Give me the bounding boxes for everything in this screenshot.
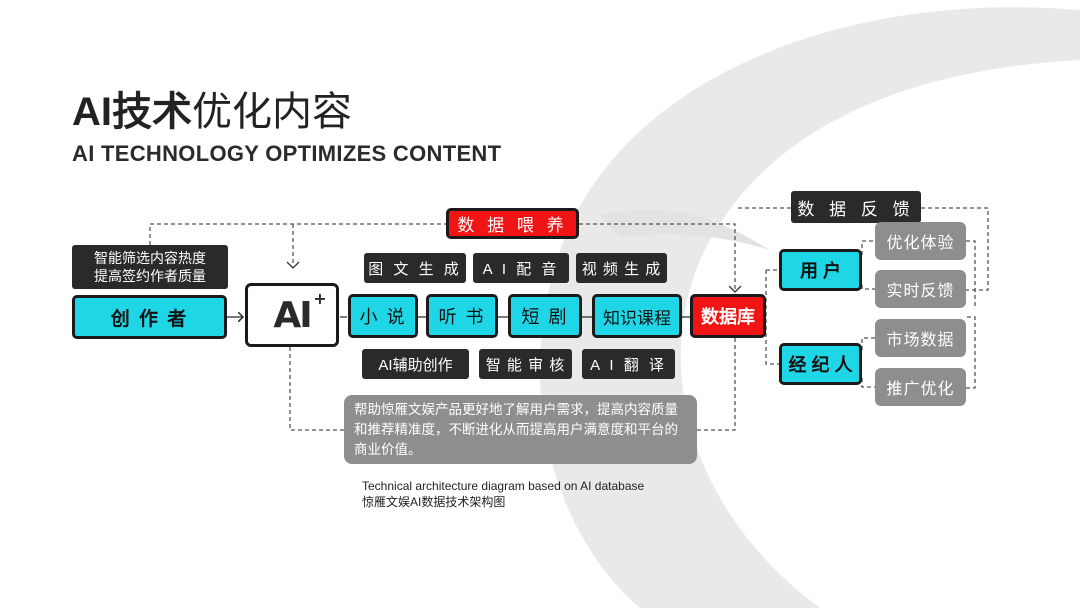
creator-note: 智能筛选内容热度 提高签约作者质量 (72, 245, 228, 289)
data-feed-label: 数 据 喂 养 (446, 208, 579, 239)
user-node: 用 户 (779, 249, 862, 291)
page-title: AI技术优化内容 (72, 88, 352, 136)
tool-ai-assisted-creation: AI辅助创作 (362, 349, 469, 379)
content-novel: 小 说 (348, 294, 418, 338)
caption-chinese: 惊雁文娱AI数据技术架构图 (362, 495, 506, 509)
content-short-drama: 短 剧 (508, 294, 582, 338)
plus-icon: + (313, 288, 326, 308)
agent-item-market-data: 市场数据 (875, 319, 966, 357)
creator-node: 创 作 者 (72, 295, 227, 339)
title-bold-part: AI技术 (72, 90, 192, 134)
description-box: 帮助惊雁文娱产品更好地了解用户需求，提高内容质量和推荐精准度，不断进化从而提高用… (344, 395, 697, 464)
creator-note-line1: 智能筛选内容热度 (94, 250, 206, 266)
ai-core-node: AI+ (245, 283, 339, 347)
tool-ai-voiceover: A I 配 音 (473, 253, 569, 283)
ai-logo: AI+ (273, 289, 326, 336)
page-subtitle: AI TECHNOLOGY OPTIMIZES CONTENT (72, 141, 502, 166)
agent-item-promotion-optimization: 推广优化 (875, 368, 966, 406)
title-light-part: 优化内容 (192, 90, 352, 134)
user-item-optimize-experience: 优化体验 (875, 222, 966, 260)
tool-ai-translation: A I 翻 译 (582, 349, 675, 379)
agent-node: 经 纪 人 (779, 343, 862, 385)
data-feedback-label: 数 据 反 馈 (791, 191, 921, 223)
content-audiobook: 听 书 (426, 294, 498, 338)
tool-text-image-generation: 图 文 生 成 (364, 253, 466, 283)
caption-english: Technical architecture diagram based on … (362, 479, 645, 493)
ai-logo-text: AI (273, 294, 312, 336)
tool-video-generation: 视 频 生 成 (576, 253, 667, 283)
tool-smart-review: 智 能 审 核 (479, 349, 572, 379)
content-knowledge-course: 知识课程 (592, 294, 682, 338)
user-item-realtime-feedback: 实时反馈 (875, 270, 966, 308)
database-node: 数据库 (690, 294, 766, 338)
creator-note-line2: 提高签约作者质量 (94, 268, 206, 284)
